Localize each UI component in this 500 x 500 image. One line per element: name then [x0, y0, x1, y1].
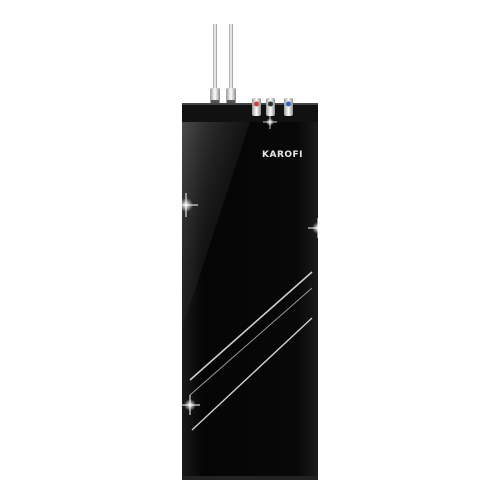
purifier-cabinet: [182, 122, 318, 480]
brand-logo: KAROFI: [262, 150, 303, 160]
sparkle-effects: [174, 115, 328, 415]
control-knobs: [252, 98, 293, 116]
top-cap: [182, 103, 318, 123]
